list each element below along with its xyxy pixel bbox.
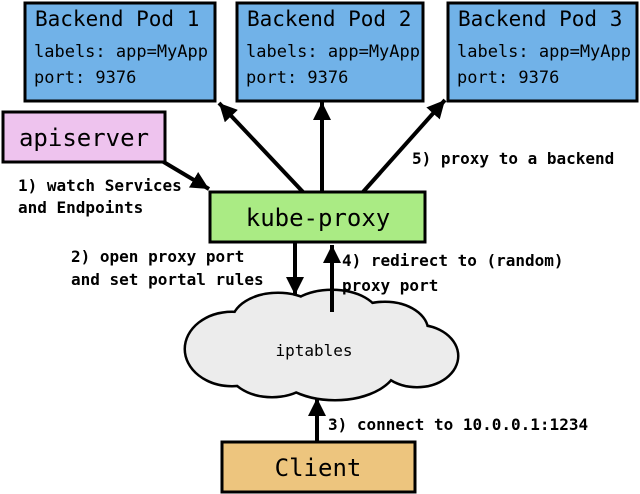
cloud-lobe-fill <box>228 336 316 396</box>
annotation-step3: 3) connect to 10.0.0.1:1234 <box>328 415 588 434</box>
client-box <box>220 440 417 494</box>
arrow-watch-services <box>160 159 211 191</box>
kube-proxy-node: kube-proxy <box>208 190 427 244</box>
pod1-port: port: 9376 <box>34 68 136 88</box>
backend-pod-2: Backend Pod 2 labels: app=MyApp port: 93… <box>235 1 425 103</box>
kube-proxy-label: kube-proxy <box>246 204 391 232</box>
pod2-box <box>235 1 425 103</box>
annotation-step4-line2: proxy port <box>342 276 438 295</box>
annotation-step1-line1: 1) watch Services <box>18 176 182 195</box>
apiserver-node: apiserver <box>1 110 167 164</box>
arrow-proxy-to-pod3 <box>361 98 447 194</box>
iptables-label: iptables <box>275 341 352 360</box>
cloud-lobe-fill <box>377 326 457 386</box>
annotation-step1-line2: and Endpoints <box>18 198 143 217</box>
kube-proxy-box <box>208 190 427 244</box>
backend-pod-3: Backend Pod 3 labels: app=MyApp port: 93… <box>446 1 639 103</box>
client-node: Client <box>220 440 417 494</box>
iptables-cloud: iptables <box>183 288 460 402</box>
pod1-title: Backend Pod 1 <box>35 7 199 31</box>
annotation-step2-line1: 2) open proxy port <box>71 247 244 266</box>
pod3-title: Backend Pod 3 <box>458 7 622 31</box>
apiserver-label: apiserver <box>19 124 149 152</box>
pod2-title: Backend Pod 2 <box>247 7 411 31</box>
pod2-labels: labels: app=MyApp <box>246 42 420 62</box>
pod1-box <box>23 1 217 103</box>
pod3-port: port: 9376 <box>457 68 559 88</box>
annotation-step4-line1: 4) redirect to (random) <box>342 251 564 270</box>
pod3-labels: labels: app=MyApp <box>457 42 631 62</box>
pod1-labels: labels: app=MyApp <box>34 42 208 62</box>
pod2-port: port: 9376 <box>246 68 348 88</box>
backend-pod-1: Backend Pod 1 labels: app=MyApp port: 93… <box>23 1 217 103</box>
annotation-step2-line2: and set portal rules <box>71 270 264 289</box>
apiserver-box <box>1 110 167 164</box>
pod3-box <box>446 1 639 103</box>
client-label: Client <box>275 454 362 482</box>
annotation-step5: 5) proxy to a backend <box>412 149 614 168</box>
arrow-proxy-to-pod1 <box>217 101 305 194</box>
